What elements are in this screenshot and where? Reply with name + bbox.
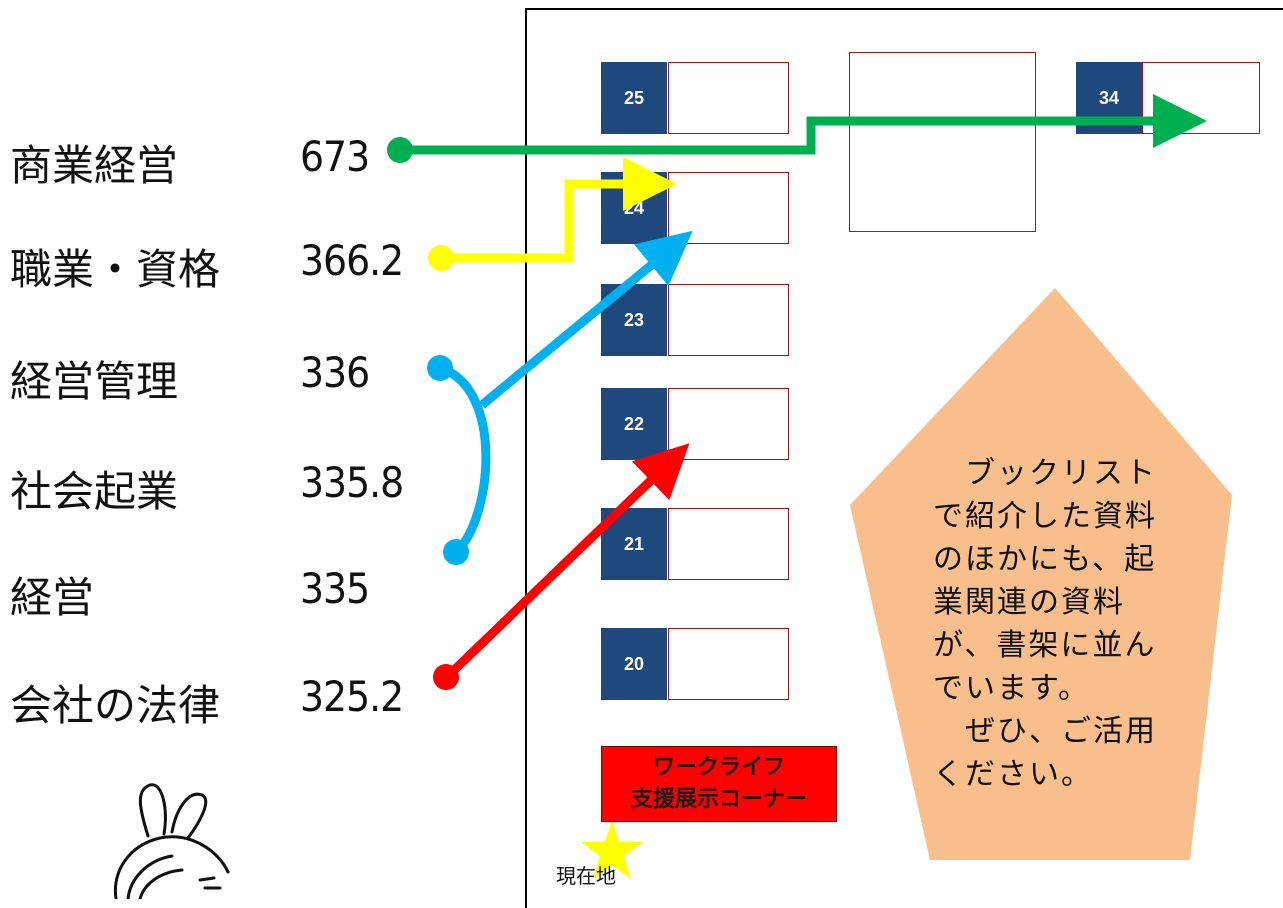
yellow-arrow: [445, 157, 677, 263]
star-icon: [581, 820, 643, 879]
category-label-company-law: 会社の法律: [10, 681, 221, 730]
category-label-commerce: 商業経営: [10, 141, 179, 190]
category-label-management: 経営管理: [10, 357, 179, 406]
shelf-20[interactable]: [668, 628, 789, 700]
note-pentagon: [850, 288, 1232, 860]
worklife-exhibit-corner[interactable]: ワークライフ 支援展示コーナー: [601, 746, 837, 822]
red-arrow: [444, 443, 690, 680]
category-code-commerce: 673: [300, 132, 370, 181]
exhibit-line-1: ワークライフ: [652, 755, 785, 780]
shelf-number-20: 20: [601, 628, 667, 700]
exhibit-line-2: 支援展示コーナー: [630, 787, 807, 812]
green-arrow-dot: [387, 137, 413, 163]
category-code-management: 336: [300, 348, 370, 397]
shelf-21[interactable]: [668, 508, 789, 580]
blue-arrow: [479, 230, 693, 409]
category-label-social-enterprise: 社会起業: [10, 467, 179, 516]
current-location-label: 現在地: [556, 864, 616, 888]
rabbit-mascot: [113, 783, 230, 899]
category-label-career: 職業・資格: [10, 245, 221, 294]
note-text: ブックリスト で紹介した資料 のほかにも、起 業関連の資料 が、書架に並ん でい…: [933, 456, 1157, 792]
category-code-company-law: 325.2: [300, 672, 404, 721]
blue-arrow-dot-bottom: [443, 539, 469, 565]
red-arrow-dot: [433, 664, 459, 690]
blue-arrow-dot-top: [427, 355, 453, 381]
floor-map-frame: [525, 8, 1283, 908]
category-code-career: 366.2: [300, 236, 404, 285]
green-arrow: [402, 94, 1207, 155]
shelf-25[interactable]: [668, 62, 789, 134]
yellow-arrow-dot: [428, 245, 454, 271]
shelf-23[interactable]: [668, 284, 789, 356]
shelf-number-25: 25: [601, 62, 667, 134]
blue-brace: [438, 363, 491, 556]
category-code-business: 335: [300, 564, 370, 613]
center-shelf-block[interactable]: [849, 52, 1036, 232]
category-code-social-enterprise: 335.8: [300, 458, 404, 507]
category-label-business: 経営: [10, 573, 95, 622]
